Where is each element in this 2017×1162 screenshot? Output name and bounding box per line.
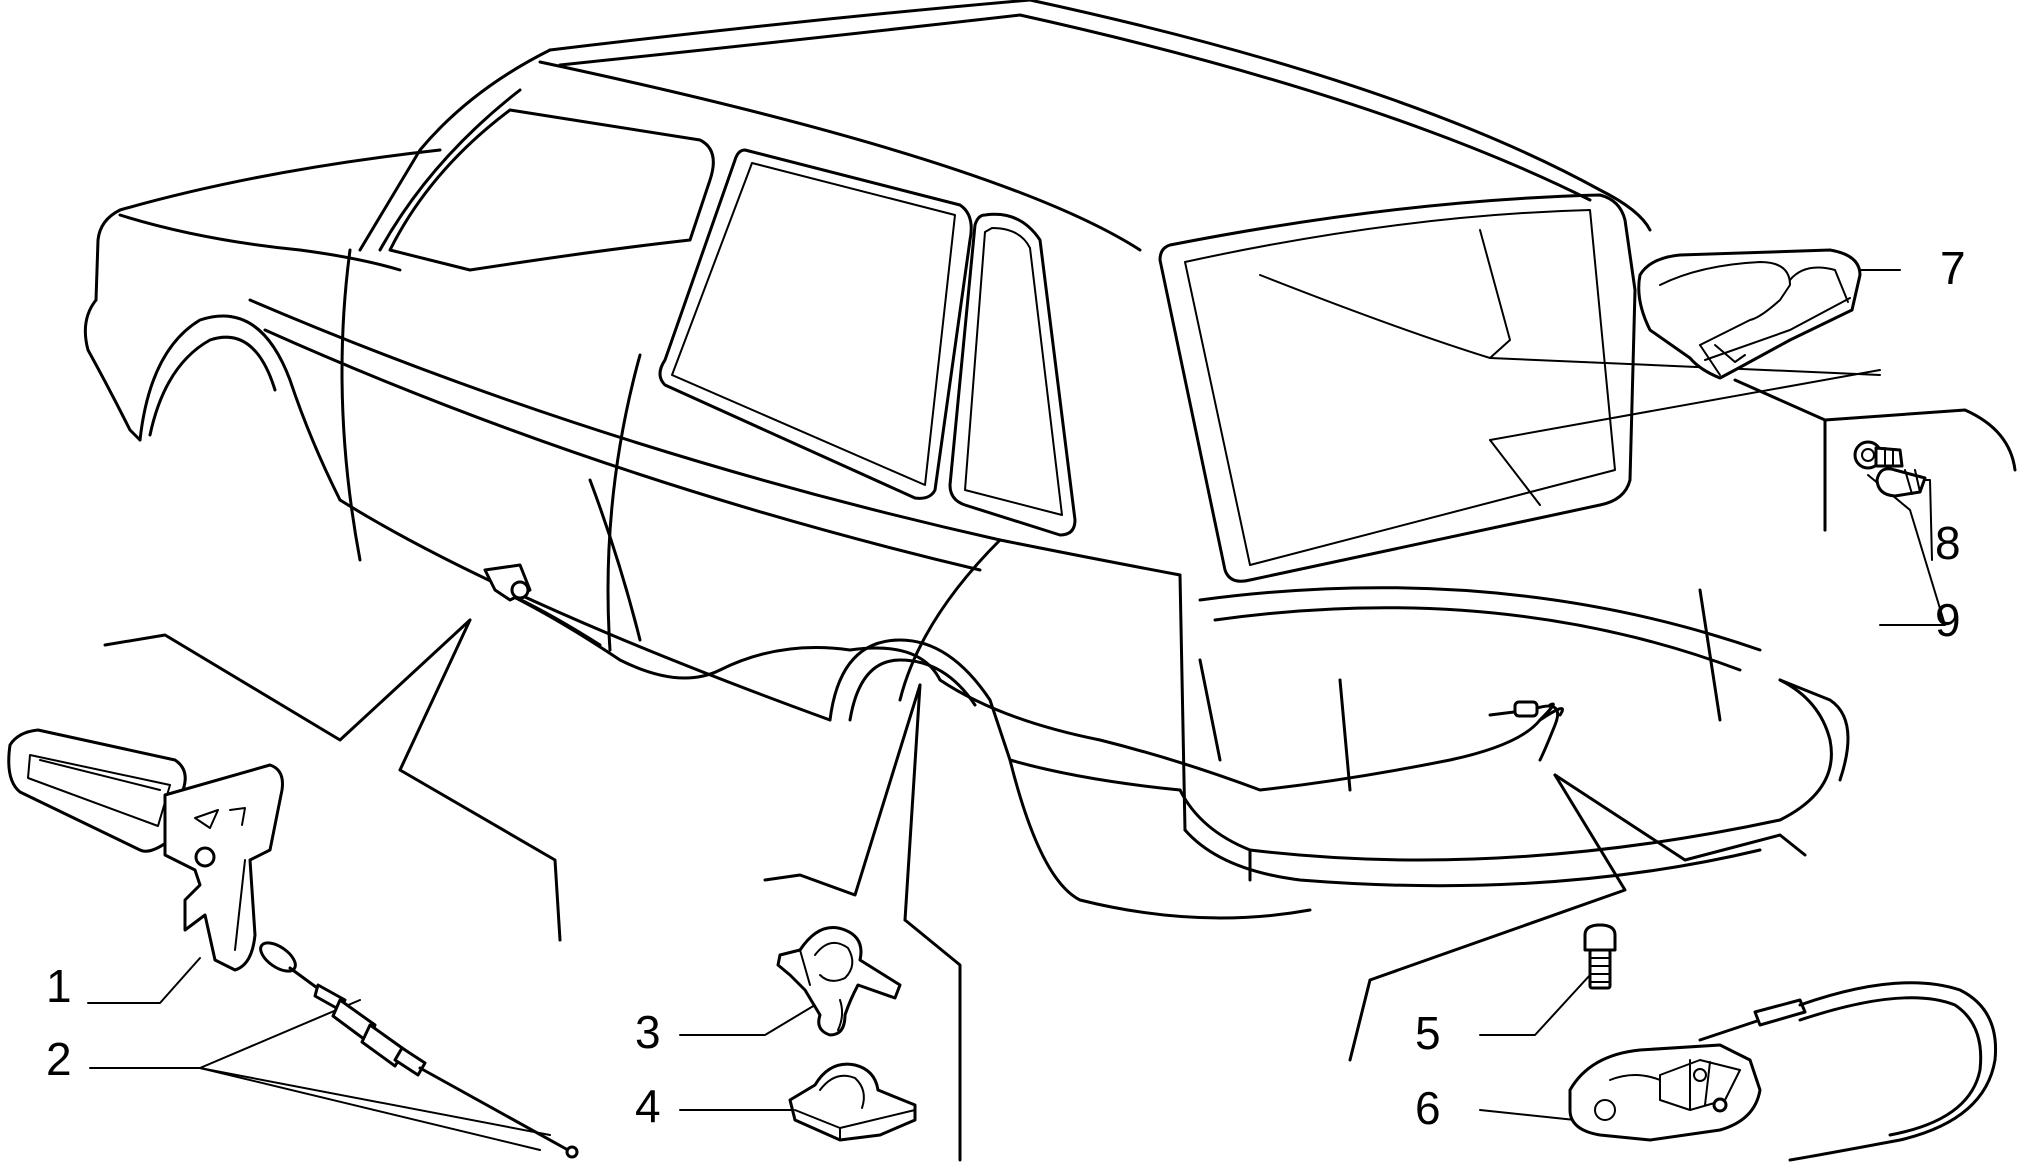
callout-6: 6: [1415, 1082, 1441, 1134]
callout-8: 8: [1935, 517, 1961, 569]
leader-5: [1479, 974, 1591, 1036]
release-lever-part: [7, 728, 284, 972]
callout-4: 4: [635, 1080, 661, 1132]
cable-clamp-part: [788, 1062, 917, 1142]
callout-9: 9: [1935, 594, 1961, 646]
leader-9: [1867, 474, 1946, 626]
callout-1: 1: [46, 960, 72, 1012]
callout-5: 5: [1415, 1007, 1441, 1059]
retaining-pin-part: [1853, 440, 1904, 470]
station-wagon-body: [83, 0, 1881, 920]
leader-1: [87, 957, 201, 1004]
cable-clip-part: [776, 926, 902, 1037]
leader-lines: [87, 269, 2017, 1162]
callout-2: 2: [46, 1033, 72, 1085]
leader-3: [679, 1004, 816, 1036]
callout-7: 7: [1940, 242, 1966, 294]
tailgate-lock-part: [1568, 981, 1998, 1162]
cable-end-fitting: [1513, 700, 1539, 718]
release-cable-part: [259, 941, 579, 1159]
lock-cover-part: [1637, 248, 1862, 380]
leader-2: [199, 1067, 551, 1136]
cable-routing: [483, 563, 1564, 792]
leader-6: [1479, 1109, 1576, 1121]
plastic-plug-part: [1875, 467, 1927, 498]
bolt-part: [1583, 923, 1617, 990]
callout-3: 3: [635, 1006, 661, 1058]
